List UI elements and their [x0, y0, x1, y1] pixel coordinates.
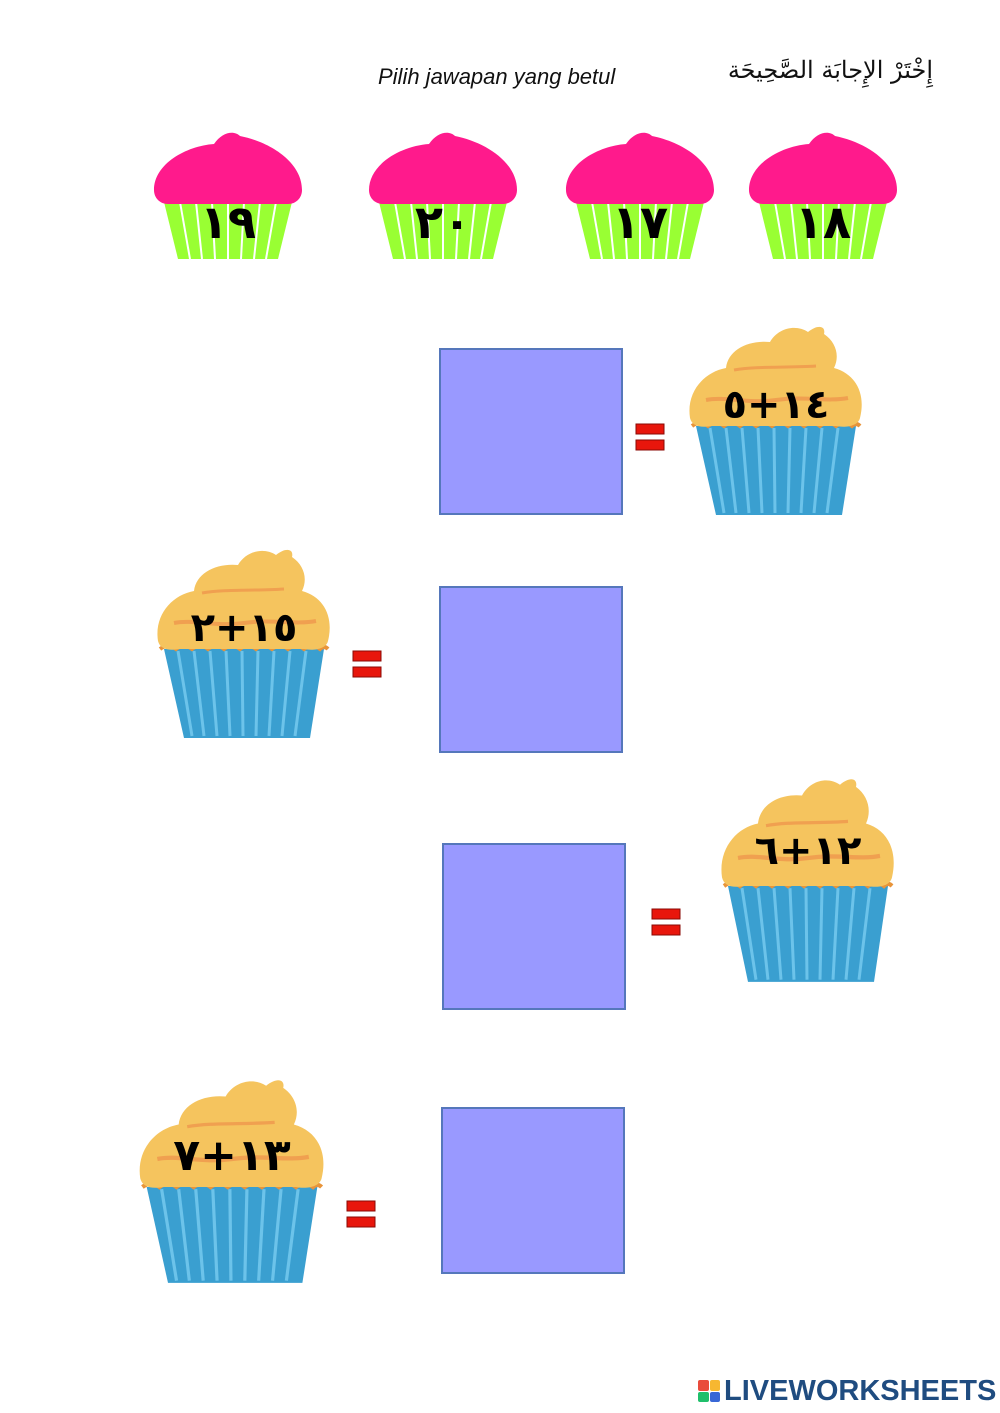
question-cupcake-3: ١٢+٦ — [718, 774, 898, 982]
cupcake-icon — [139, 1080, 324, 1283]
answer-drop-box-2[interactable] — [439, 586, 623, 753]
answer-option-label: ١٨ — [794, 195, 852, 249]
cupcake-icon — [721, 779, 894, 982]
answer-option-19[interactable]: ١٩ — [152, 128, 304, 260]
pink-cupcake-icon — [369, 132, 517, 260]
pink-cupcake-icon — [154, 132, 302, 260]
brand-name: LIVEWORKSHEETS — [724, 1374, 997, 1407]
equals-icon — [346, 1200, 376, 1228]
question-expression: ١٥+٢ — [190, 605, 298, 651]
cupcake-icon — [689, 326, 862, 515]
question-cupcake-2: ١٥+٢ — [154, 545, 334, 740]
pink-cupcake-icon — [749, 132, 897, 260]
instruction-arabic: إِخْتَرْ الإِجابَة الصَّحِيحَة — [727, 56, 933, 84]
liveworksheets-brand: LIVEWORKSHEETS — [698, 1374, 996, 1408]
equals-icon — [651, 908, 681, 936]
question-cupcake-4: ١٣+٧ — [136, 1075, 328, 1283]
equals-icon — [352, 650, 382, 678]
liveworksheets-logo-icon — [698, 1380, 720, 1402]
answer-option-17[interactable]: ١٧ — [564, 128, 716, 260]
answer-drop-box-3[interactable] — [442, 843, 626, 1010]
question-expression: ١٢+٦ — [754, 828, 862, 874]
answer-drop-box-4[interactable] — [441, 1107, 625, 1274]
answer-drop-box-1[interactable] — [439, 348, 623, 515]
answer-option-18[interactable]: ١٨ — [747, 128, 899, 260]
equals-icon — [635, 423, 665, 451]
answer-option-20[interactable]: ٢٠ — [367, 128, 519, 260]
answer-option-label: ٢٠ — [414, 195, 472, 249]
answer-option-label: ١٩ — [199, 195, 257, 249]
instruction-malay: Pilih jawapan yang betul — [378, 64, 616, 89]
question-expression: ١٤+٥ — [722, 382, 830, 428]
cupcake-icon — [157, 549, 330, 738]
question-expression: ١٣+٧ — [173, 1130, 291, 1181]
answer-option-label: ١٧ — [611, 195, 669, 249]
pink-cupcake-icon — [566, 132, 714, 260]
question-cupcake-1: ١٤+٥ — [686, 322, 866, 517]
